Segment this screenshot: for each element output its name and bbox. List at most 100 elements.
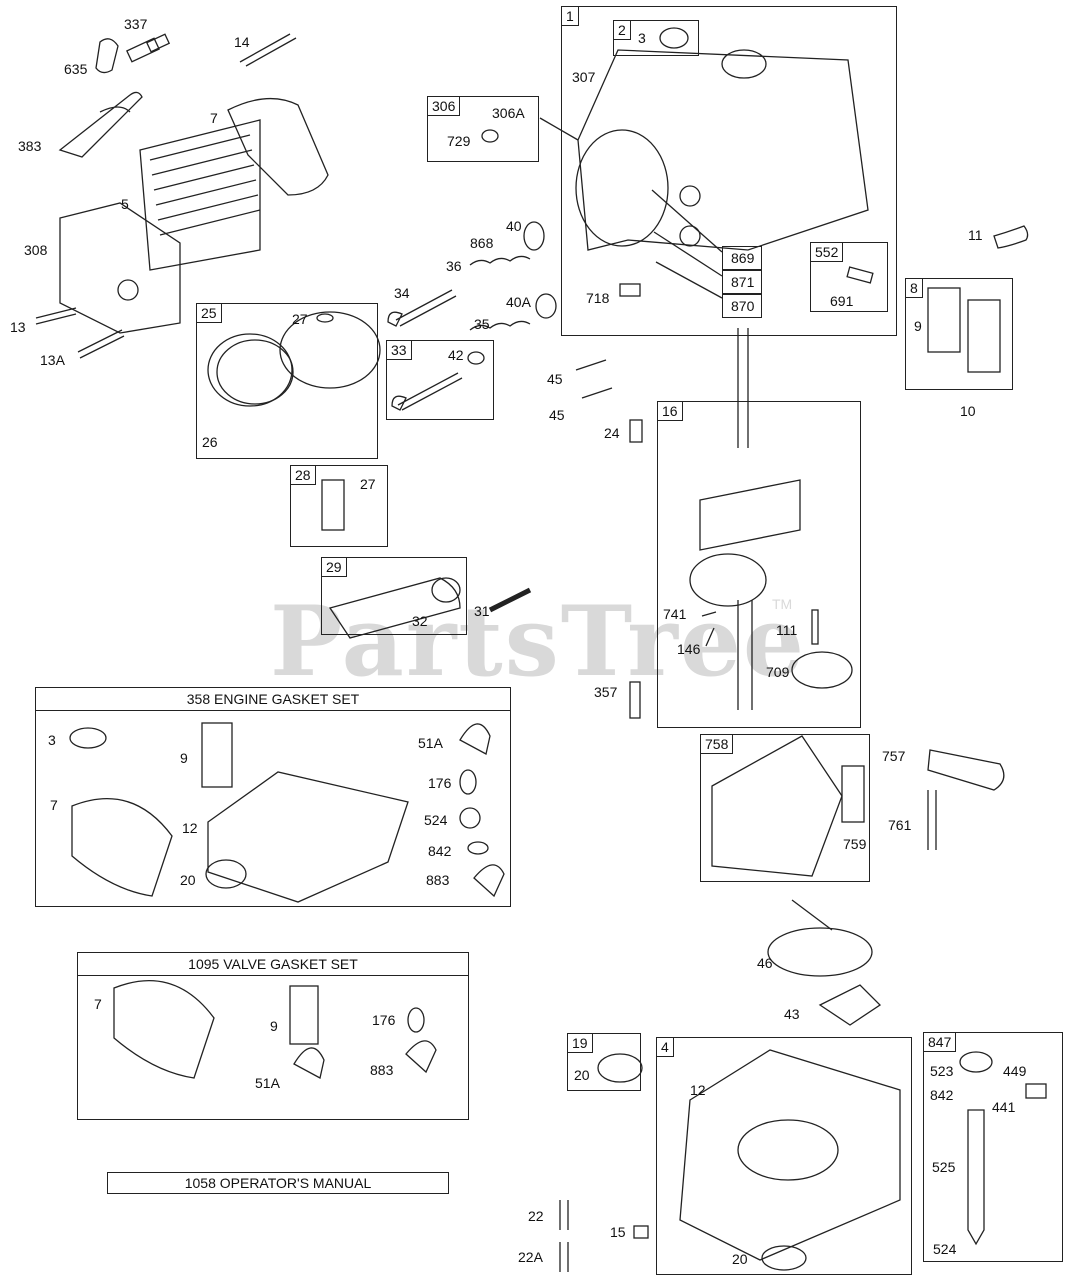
callout-20-sump: 20 [732,1251,748,1267]
callout-42: 42 [448,347,464,363]
callout-757: 757 [882,748,906,764]
head-gasket-drawing [227,97,329,196]
operators-manual-box: 1058 OPERATOR'S MANUAL [107,1172,449,1194]
valve-34-drawing [387,289,457,327]
valve-kit-item-883: 883 [370,1062,394,1078]
callout-357: 357 [594,684,618,700]
valve-kit-drawing [113,980,437,1079]
callout-441: 441 [992,1099,1016,1115]
box-847-number: 847 [924,1033,957,1052]
callout-45-bottom: 45 [549,407,565,423]
valve-kit-item-51a: 51A [255,1075,280,1091]
callout-32: 32 [412,613,428,629]
box-552: 552 [810,242,888,312]
callout-20-box19: 20 [574,1067,590,1083]
part-759-drawing [841,765,865,823]
callout-36: 36 [446,258,462,274]
pin-691-drawing [846,266,874,284]
engine-kit-item-842: 842 [428,843,452,859]
callout-307: 307 [572,69,596,85]
box-1-number: 1 [562,7,579,26]
shield-308-drawing [59,202,181,334]
callout-22: 22 [528,1208,544,1224]
callout-46: 46 [757,955,773,971]
engine-kit-item-51a: 51A [418,735,443,751]
spacer-709-drawing [791,651,853,689]
callout-9-box8: 9 [914,318,922,334]
callout-35: 35 [474,316,490,332]
callout-111: 111 [776,622,798,638]
box-306: 306 [427,96,539,162]
callout-383: 383 [18,138,42,154]
callout-15: 15 [610,1224,626,1240]
crankshaft-drawing [689,328,801,710]
engine-kit-drawing [69,722,505,903]
box-871 [722,270,762,294]
bolt-22-drawing [559,1200,569,1230]
callout-449: 449 [1003,1063,1027,1079]
box-16: 16 [657,401,861,728]
box-4-number: 4 [657,1038,674,1057]
box-25-number: 25 [197,304,222,323]
elbow-11-drawing [993,225,1029,249]
governor-43-drawing [818,984,882,1026]
callout-22a: 22A [518,1249,543,1265]
part-729-drawing [481,129,499,143]
callout-761: 761 [888,817,912,833]
box-28-number: 28 [291,466,316,485]
box-847: 847 [923,1032,1063,1262]
rod-757-drawing [927,749,1005,791]
box-33-number: 33 [387,341,412,360]
callout-40: 40 [506,218,522,234]
engine-kit-item-9: 9 [180,750,188,766]
dipstick-drawing [959,1051,1047,1246]
valve-33-drawing [391,372,463,411]
piston-drawing [279,311,381,389]
gasket-9-drawing [927,287,961,353]
callout-27-piston: 27 [292,311,308,327]
callout-11: 11 [968,227,983,243]
valve-gasket-set-title: 1095 VALVE GASKET SET [78,953,468,976]
box-19: 19 [567,1033,641,1091]
callout-741: 741 [663,606,687,622]
box-29: 29 [321,557,467,635]
plug-15-drawing [633,1225,649,1239]
key-111-drawing [811,609,819,645]
callout-24: 24 [604,425,620,441]
seal-3-drawing [659,27,689,49]
box-19-number: 19 [568,1034,593,1053]
callout-13a: 13A [40,352,65,368]
box-28: 28 [290,465,388,547]
engine-kit-item-883: 883 [426,872,450,888]
engine-kit-item-7: 7 [50,797,58,813]
sump-part-758-drawing [711,735,843,877]
box-8: 8 [905,278,1013,390]
box-2: 2 [613,20,699,56]
box-25: 25 [196,303,378,459]
engine-kit-item-20: 20 [180,872,196,888]
box-2-number: 2 [614,21,631,40]
callout-146: 146 [677,641,701,657]
spring-36-drawing [469,255,531,266]
callout-12: 12 [690,1082,706,1098]
box-552-number: 552 [811,243,844,262]
part-383-drawing [58,91,143,158]
callout-709: 709 [766,664,790,680]
callout-869: 869 [731,250,755,266]
callout-871: 871 [731,274,755,290]
cylinder-head-drawing [139,119,261,271]
callout-40a: 40A [506,294,531,310]
callout-13: 13 [10,319,26,335]
callout-525: 525 [932,1159,956,1175]
valve-kit-item-9: 9 [270,1018,278,1034]
box-33: 33 [386,340,494,420]
bolt-13-drawing [35,307,77,325]
stud-14-drawing [239,33,297,67]
box-29-number: 29 [322,558,347,577]
leader-306a [539,117,579,141]
callout-729: 729 [447,133,471,149]
box-758: 758 [700,734,870,882]
callout-870: 870 [731,298,755,314]
